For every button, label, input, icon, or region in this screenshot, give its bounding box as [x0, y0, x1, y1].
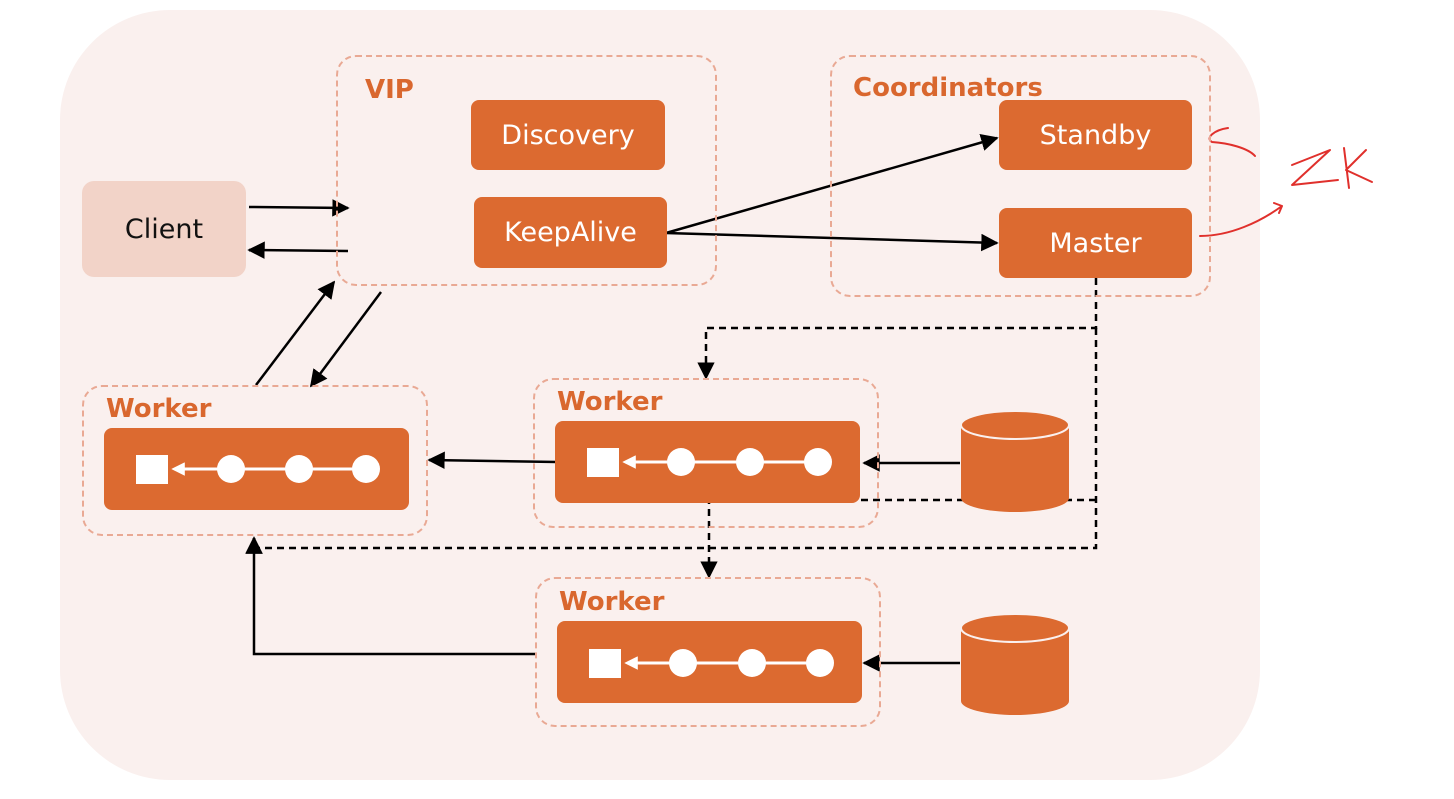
coordinators-group [830, 55, 1211, 297]
worker-pipeline-box-3 [557, 621, 862, 703]
coordinators-title: Coordinators [853, 73, 1043, 103]
worker-title-2: Worker [557, 387, 663, 417]
worker-to-vip-arrow [255, 280, 336, 386]
master-to-worker1-dashed [245, 328, 1098, 554]
client-to-vip-arrow [248, 199, 350, 217]
standby-node: Standby [999, 100, 1192, 170]
zk-annotation [1181, 127, 1373, 249]
worker-pipeline-box-1 [104, 428, 409, 510]
vip-to-worker-arrow [309, 291, 383, 388]
worker2-to-worker1-arrow [427, 451, 558, 469]
vip-to-client-arrow [247, 241, 349, 259]
discovery-node: Discovery [471, 100, 665, 170]
background-panel [60, 10, 1260, 780]
database-icon-1 [960, 410, 1070, 512]
worker-group-2 [533, 378, 879, 528]
worker3-to-worker1-arrow [245, 536, 537, 656]
client-node: Client [82, 181, 246, 277]
worker-title-1: Worker [106, 394, 212, 424]
keepalive-node: KeepAlive [474, 197, 667, 268]
worker-title-3: Worker [559, 587, 665, 617]
master-node: Master [999, 208, 1192, 278]
worker-pipeline-box-2 [555, 421, 860, 503]
vip-title: VIP [365, 75, 414, 105]
vip-group [336, 55, 717, 286]
worker-group-1 [82, 385, 428, 536]
database-icon-2 [960, 613, 1070, 715]
worker-group-3 [535, 577, 881, 727]
master-to-worker2-dashed [697, 278, 1098, 380]
